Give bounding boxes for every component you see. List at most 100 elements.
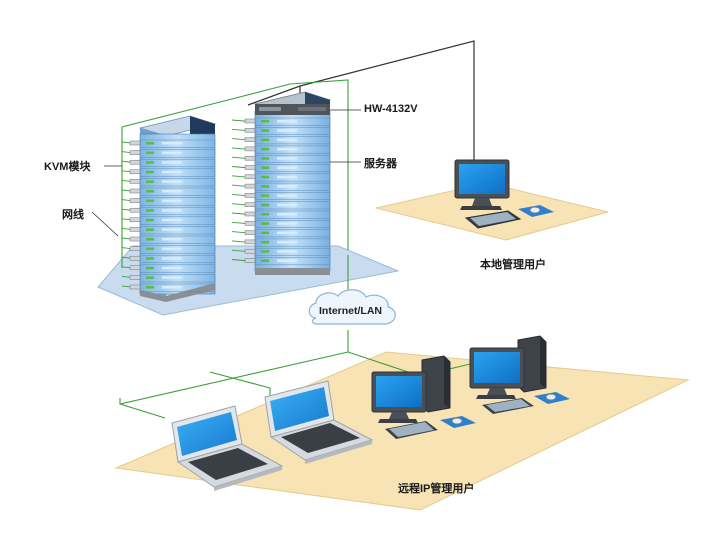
server-led xyxy=(261,138,269,142)
local-workstation xyxy=(454,159,554,229)
server-led xyxy=(261,250,269,253)
kvm-module xyxy=(129,284,141,290)
server-drive-bay xyxy=(162,276,182,279)
server-led xyxy=(146,190,154,193)
kvm-module xyxy=(244,248,256,254)
kvm-module xyxy=(129,140,141,146)
label-local-user: 本地管理用户 xyxy=(480,259,546,271)
server-drive-bay xyxy=(162,180,182,183)
kvm-module xyxy=(244,118,256,124)
server-drive-bay xyxy=(277,138,297,142)
server-led xyxy=(146,238,154,241)
server-drive-bay xyxy=(162,161,182,164)
server-drive-bay xyxy=(277,203,297,207)
server-drive-bay xyxy=(162,151,182,155)
server-drive-bay xyxy=(162,238,182,241)
server-drive-bay xyxy=(277,194,297,197)
kvm-module xyxy=(129,207,141,213)
kvm-module xyxy=(244,211,256,217)
server-led xyxy=(261,175,269,179)
server-drive-bay xyxy=(277,250,297,253)
kvm-module xyxy=(244,239,256,245)
right-server-rack xyxy=(253,91,332,275)
server-drive-bay xyxy=(277,231,297,235)
server-led xyxy=(261,157,269,160)
server-drive-bay xyxy=(277,259,297,262)
kvm-module xyxy=(129,198,141,203)
server-led xyxy=(146,286,154,289)
server-led xyxy=(261,185,269,188)
server-drive-bay xyxy=(162,190,182,193)
label-device-model: HW-4132V xyxy=(364,103,418,115)
kvm-module xyxy=(244,137,256,142)
kvm-module xyxy=(244,128,256,133)
server-led xyxy=(146,161,154,164)
kvm-module xyxy=(244,183,256,189)
server-drive-bay xyxy=(162,286,182,289)
server-led xyxy=(146,247,154,251)
server-drive-bay xyxy=(277,120,297,123)
server-led xyxy=(261,120,269,123)
server-led xyxy=(146,209,154,212)
remote-laptop-1 xyxy=(171,405,284,491)
left-kvm-modules xyxy=(121,140,141,290)
kvm-module xyxy=(129,217,141,223)
kvm-module xyxy=(129,255,141,261)
server-led xyxy=(261,213,269,216)
server-drive-bay xyxy=(162,199,182,203)
internet-cloud xyxy=(308,289,396,325)
remote-desktop-1 xyxy=(371,355,476,439)
server-drive-bay xyxy=(162,218,182,222)
server-led xyxy=(146,257,154,260)
server-led xyxy=(261,231,269,235)
kvm-module xyxy=(244,174,256,180)
kvm-module xyxy=(244,202,256,207)
kvm-module xyxy=(129,246,141,251)
server-led xyxy=(146,276,154,279)
server-led xyxy=(261,166,269,169)
remote-laptop-2 xyxy=(264,380,374,464)
local-mouse xyxy=(529,206,541,214)
black-cable-to-local-user xyxy=(299,40,475,160)
server-drive-bay xyxy=(277,222,297,225)
kvm-module xyxy=(244,193,256,198)
label-kvm-module: KVM模块 xyxy=(44,161,91,173)
server-drive-bay xyxy=(162,228,182,231)
kvm-module xyxy=(129,275,141,280)
kvm-module xyxy=(244,155,256,161)
kvm-module xyxy=(129,265,141,271)
kvm-module xyxy=(129,236,141,242)
server-drive-bay xyxy=(277,166,297,169)
server-drive-bay xyxy=(162,266,182,270)
server-drive-bay xyxy=(162,247,182,251)
local-user-platform xyxy=(375,182,609,241)
leader-network-cable xyxy=(91,211,119,237)
right-kvm-modules xyxy=(231,118,256,263)
server-drive-bay xyxy=(162,142,182,145)
server-led xyxy=(261,194,269,197)
kvm-module xyxy=(244,146,256,152)
server-drive-bay xyxy=(162,170,182,174)
server-drive-bay xyxy=(162,257,182,260)
server-drive-bay xyxy=(277,185,297,188)
kvm-module xyxy=(244,230,256,235)
server-led xyxy=(261,259,269,262)
hw-4132v-switch xyxy=(255,104,330,115)
server-led xyxy=(146,170,154,174)
kvm-module xyxy=(129,227,141,232)
kvm-module xyxy=(129,169,141,175)
server-led xyxy=(146,142,154,145)
server-led xyxy=(146,266,154,270)
server-drive-bay xyxy=(277,147,297,151)
server-led xyxy=(146,180,154,183)
black-cable-to-device xyxy=(247,85,301,106)
kvm-module xyxy=(129,188,141,194)
label-internet: Internet/LAN xyxy=(319,305,382,317)
label-remote-user: 远程IP管理用户 xyxy=(398,483,475,495)
remote-desktop-2 xyxy=(469,335,570,414)
kvm-module xyxy=(244,165,256,170)
server-drive-bay xyxy=(277,240,297,244)
server-led xyxy=(146,218,154,222)
server-led xyxy=(261,129,269,132)
